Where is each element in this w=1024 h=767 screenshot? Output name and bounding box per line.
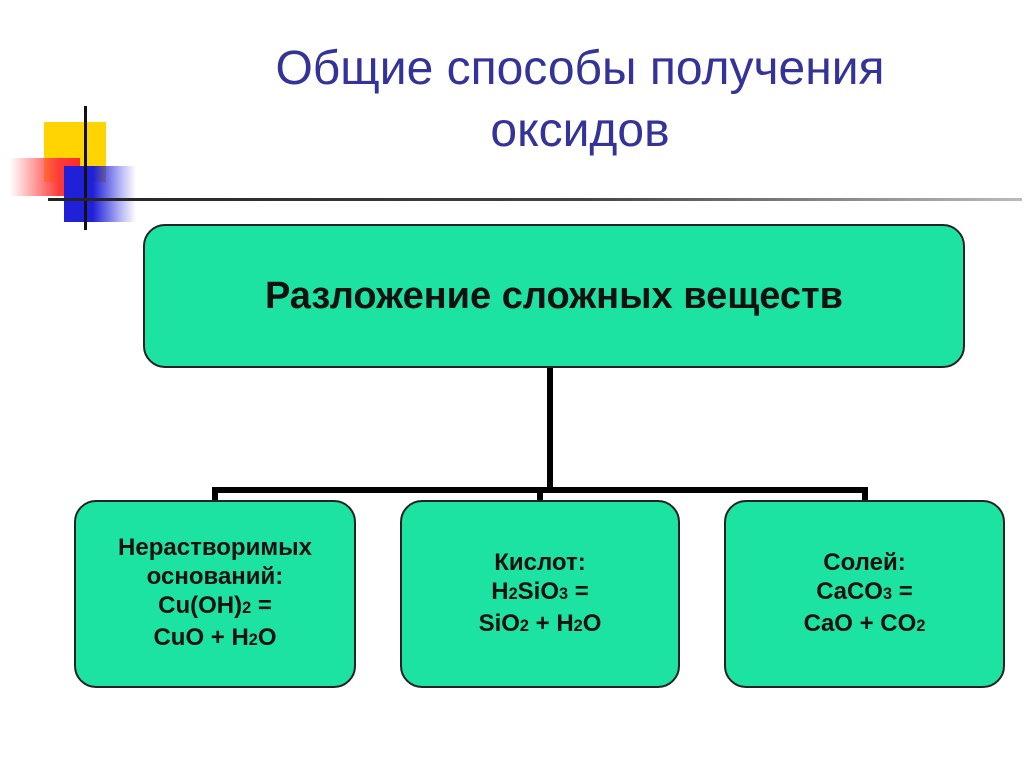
subscript: 2 bbox=[248, 631, 258, 649]
formula-text: + H bbox=[528, 609, 574, 637]
equation-line: SiO2 + H2O bbox=[479, 609, 602, 641]
child-node-acids: Кислот:H2SiO3 =SiO2 + H2O bbox=[400, 500, 680, 688]
formula-text: CuO + H bbox=[153, 624, 249, 651]
formula-text: = bbox=[568, 577, 589, 605]
child-node-heading: Нерастворимых bbox=[118, 534, 312, 561]
title-underline bbox=[48, 198, 1022, 201]
subscript: 2 bbox=[573, 616, 583, 635]
page-title: Общие способы получения оксидов bbox=[150, 38, 1010, 162]
subscript: 2 bbox=[519, 616, 529, 635]
subscript: 2 bbox=[508, 584, 518, 603]
formula-text: SiO bbox=[517, 577, 559, 605]
child-node-salts: Солей:CaCO3 =CaO + CO2 bbox=[724, 500, 1005, 688]
child-node-heading: Кислот: bbox=[494, 548, 586, 576]
root-node: Разложение сложных веществ bbox=[143, 224, 965, 368]
child-node-text: Кислот:H2SiO3 =SiO2 + H2O bbox=[479, 548, 602, 641]
root-node-label: Разложение сложных веществ bbox=[264, 274, 844, 317]
formula-text: SiO bbox=[478, 609, 520, 637]
equation-line: CaCO3 = bbox=[804, 577, 926, 609]
deco-blue-square bbox=[64, 166, 136, 222]
title-line-2: оксидов bbox=[490, 104, 670, 157]
subscript: 2 bbox=[916, 616, 926, 635]
formula-text: = bbox=[892, 577, 913, 605]
formula-text: O bbox=[257, 624, 277, 651]
formula-text: Cu(OH) bbox=[158, 592, 243, 619]
child-node-heading: Солей: bbox=[823, 548, 906, 576]
subscript: 3 bbox=[558, 584, 569, 603]
formula-text: CaO + CO bbox=[803, 609, 917, 637]
equation-line: CaO + CO2 bbox=[804, 609, 926, 641]
child-node-heading: оснований: bbox=[146, 563, 284, 590]
subscript: 3 bbox=[882, 584, 893, 603]
formula-text: CaCO bbox=[816, 577, 883, 605]
equation-line: H2SiO3 = bbox=[479, 577, 602, 609]
equation-line: CuO + H2O bbox=[118, 623, 312, 655]
formula-text: O bbox=[582, 609, 602, 637]
formula-text: H bbox=[491, 577, 509, 605]
child-node-text: Солей:CaCO3 =CaO + CO2 bbox=[804, 548, 926, 641]
equation-line: Cu(OH)2 = bbox=[118, 591, 312, 623]
title-line-1: Общие способы получения bbox=[275, 42, 885, 95]
deco-vertical-line bbox=[84, 106, 87, 230]
formula-text: = bbox=[251, 592, 272, 619]
subscript: 2 bbox=[242, 599, 252, 617]
